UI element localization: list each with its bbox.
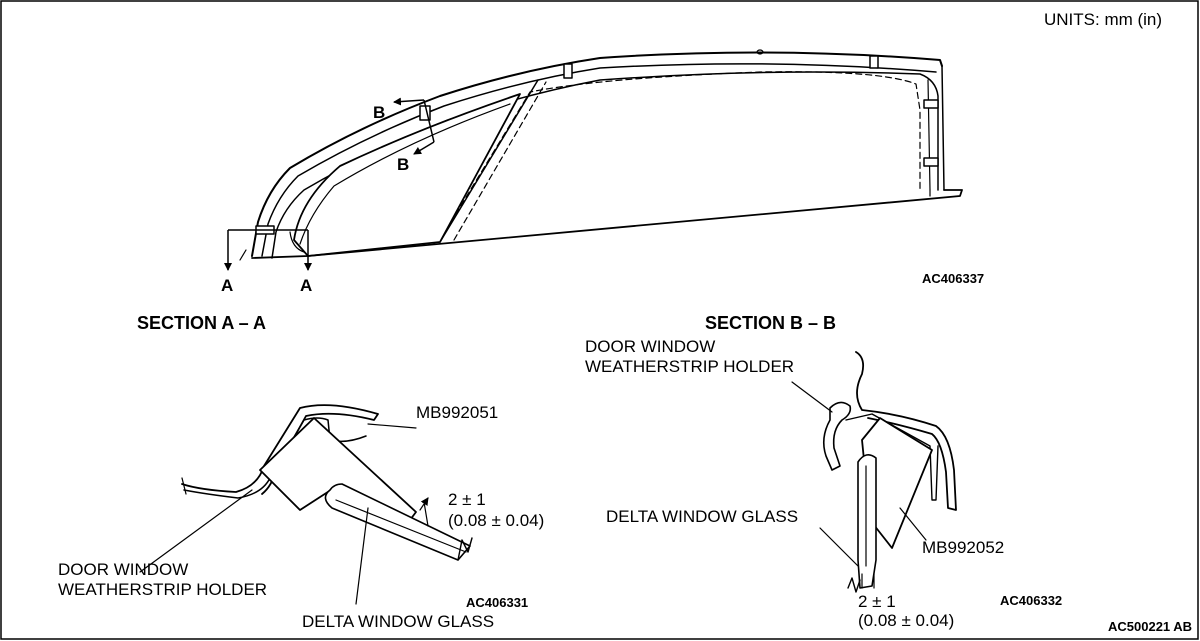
clip-middle [563, 63, 573, 79]
section-b-clearance-inch: (0.08 ± 0.04) [858, 611, 955, 630]
dashed-seal-line [439, 71, 921, 241]
sheet-code: AC500221 AB [1108, 619, 1193, 634]
division-bar [439, 79, 539, 243]
leader-b-holder [791, 381, 833, 413]
section-a-cut-line [224, 229, 312, 271]
clip-rear [869, 55, 879, 69]
marker-b-top: B [373, 103, 386, 122]
figure-code-section-a: AC406331 [466, 595, 529, 610]
delta-window-glass [293, 93, 521, 257]
leader-mb992052 [899, 507, 927, 541]
section-a-clearance-inch: (0.08 ± 0.04) [448, 511, 545, 530]
section-a-title: SECTION A – A [137, 313, 267, 333]
section-a-glass [324, 483, 471, 561]
door-frame-view [239, 49, 963, 261]
section-b-panel [855, 351, 957, 511]
section-a-holder-line1: DOOR WINDOW [58, 560, 189, 579]
units-label: UNITS: mm (in) [1044, 10, 1163, 29]
glass-opening-edge [271, 71, 939, 259]
section-b-title: SECTION B – B [705, 313, 837, 333]
section-b-tool-label: MB992052 [922, 538, 1005, 557]
rear-frame-edge [941, 65, 945, 191]
section-a-drawing [139, 404, 473, 605]
marker-a-left: A [221, 276, 234, 295]
clip-rear-upper [923, 99, 939, 109]
leader-b-glass [819, 527, 859, 567]
door-frame-outer-edge [251, 51, 943, 257]
section-b-drawing [791, 351, 957, 593]
section-a-tool-label: MB992051 [416, 403, 499, 422]
marker-a-right: A [300, 276, 313, 295]
section-b-glass [857, 454, 877, 589]
leader-mb992051 [367, 423, 417, 429]
clip-rear-lower [923, 157, 939, 167]
beltline [251, 189, 963, 259]
door-frame-inner-edge [261, 63, 937, 257]
figure-code-section-b: AC406332 [1000, 593, 1063, 608]
section-b-holder-line2: WEATHERSTRIP HOLDER [585, 357, 795, 376]
marker-b-bottom: B [397, 155, 410, 174]
leader-a-holder [139, 489, 253, 573]
leader-a-glass [355, 507, 369, 605]
section-b-holder-line1: DOOR WINDOW [585, 337, 716, 356]
section-b-clearance-value: 2 ± 1 [858, 592, 896, 611]
section-b-glass-label: DELTA WINDOW GLASS [606, 507, 799, 526]
section-a-holder-line2: WEATHERSTRIP HOLDER [58, 580, 268, 599]
section-b-holder [822, 401, 852, 471]
section-a-clearance-value: 2 ± 1 [448, 490, 486, 509]
section-a-glass-label: DELTA WINDOW GLASS [302, 612, 495, 631]
section-b-cut-line [393, 97, 435, 155]
figure-code-top: AC406337 [922, 271, 985, 286]
